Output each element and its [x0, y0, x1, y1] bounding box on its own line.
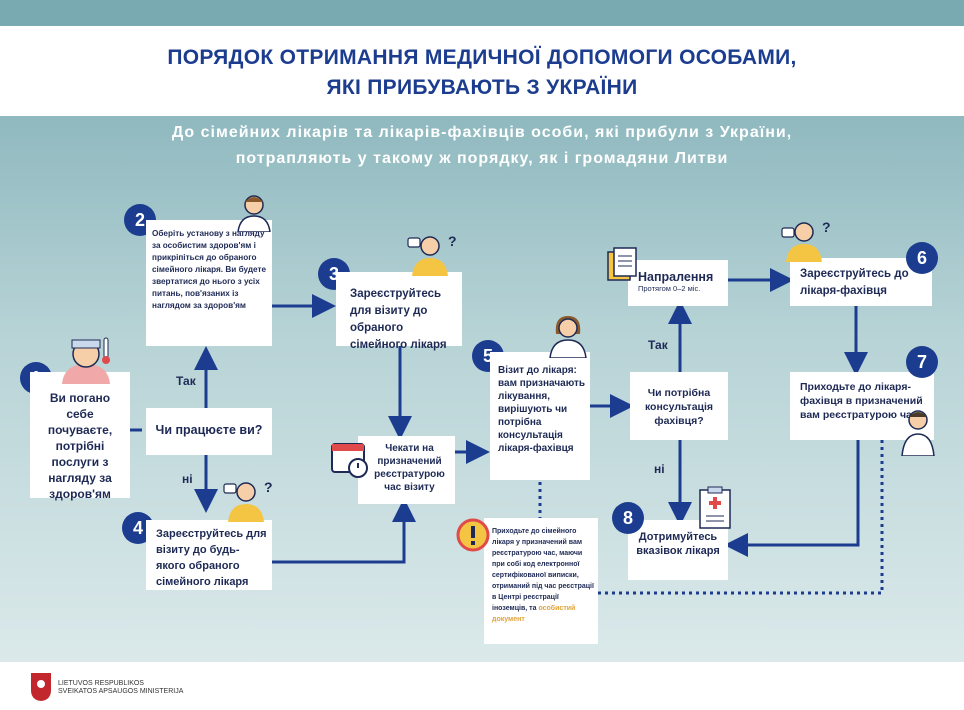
step-4-box: Зареєструйтесь для візиту до будь-якого … [146, 520, 272, 590]
referral-sub: Протягом 0–2 міс. [638, 284, 701, 293]
label-no-1: ні [182, 472, 193, 486]
note-text: Приходьте до сімейного лікаря у призначе… [492, 528, 594, 612]
step-8-box: Дотримуйтесь вказівок лікаря [628, 520, 728, 580]
ministry-line-1: LIETUVOS RESPUBLIKOS [58, 680, 144, 687]
step-8-text: Дотримуйтесь вказівок лікаря [636, 531, 720, 557]
documents-icon [607, 247, 637, 281]
decision-work-box: Чи працюєте ви? [146, 408, 272, 455]
label-yes-2: Так [648, 338, 668, 352]
label-yes-1: Так [176, 374, 196, 388]
step-4-text: Зареєструйтесь для візиту до будь-якого … [156, 528, 267, 588]
header: ПОРЯДОК ОТРИМАННЯ МЕДИЧНОЇ ДОПОМОГИ ОСОБ… [0, 26, 964, 116]
female-doctor-icon [549, 316, 587, 358]
wait-text: Чекати на призначений реєстратурою час в… [374, 443, 445, 493]
step-6-box: Зареєструйтесь до лікаря-фахівця [790, 258, 932, 306]
step-8-badge: 8 [612, 502, 644, 534]
warning-icon [456, 518, 490, 552]
step-7-box: Приходьте до лікаря-фахівця в призначени… [790, 372, 934, 440]
arrow-7-to-8 [724, 440, 860, 557]
sick-person-icon [62, 337, 110, 384]
medical-record-icon [699, 486, 731, 529]
svg-text:?: ? [264, 479, 273, 495]
step-3-box: Зареєструйтесь для візиту до обраного сі… [336, 272, 462, 351]
step-3-text: Зареєструйтесь для візиту до обраного сі… [350, 288, 447, 351]
title-line-1: ПОРЯДОК ОТРИМАННЯ МЕДИЧНОЇ ДОПОМОГИ ОСОБ… [167, 46, 797, 69]
subtitle-line-2: потрапляють у такому ж порядку, як і гро… [235, 150, 729, 167]
footer: LIETUVOS RESPUBLIKOS SVEIKATOS APSAUGOS … [0, 662, 964, 710]
wait-box: Чекати на призначений реєстратурою час в… [358, 436, 455, 504]
decision-specialist-text: Чи потрібна консультація фахівця? [644, 387, 714, 427]
label-no-2: ні [654, 462, 665, 476]
step-5-box: Візит до лікаря: вам призначають лікуван… [490, 352, 590, 480]
step-1-text: Ви погано себе почуваєте, потрібні послу… [47, 391, 113, 501]
referral-title: Напралення [638, 270, 714, 284]
coat-of-arms-icon [31, 673, 51, 701]
svg-text:?: ? [448, 233, 457, 249]
svg-text:?: ? [822, 219, 831, 235]
phone-person-icon-3: ? [781, 219, 831, 262]
step-2-box: Оберіть установу з нагляду за особистим … [146, 220, 272, 346]
phone-person-icon-2: ? [223, 479, 273, 522]
ministry-line-2: SVEIKATOS APSAUGOS MINISTERIJA [58, 688, 184, 695]
top-band [0, 0, 964, 26]
doctor-icon [237, 195, 271, 232]
arrow-4-to-wait [272, 498, 416, 564]
step-7-text: Приходьте до лікаря-фахівця в призначени… [800, 381, 923, 421]
step-6-badge: 6 [906, 242, 938, 274]
note-box: Приходьте до сімейного лікаря у призначе… [484, 518, 598, 644]
step-2-text: Оберіть установу з нагляду за особистим … [152, 229, 267, 310]
step-5-text: Візит до лікаря: вам призначають лікуван… [498, 365, 586, 454]
step-7-badge: 7 [906, 346, 938, 378]
decision-work-text: Чи працюєте ви? [155, 423, 263, 437]
referral-box: Напралення Протягом 0–2 міс. [628, 260, 728, 306]
phone-person-icon: ? [407, 233, 457, 276]
note-highlight: особистий документ [492, 605, 576, 623]
step-1-box: Ви погано себе почуваєте, потрібні послу… [30, 372, 130, 501]
dotted-note-to-7 [598, 440, 884, 595]
title-line-2: ЯКІ ПРИБУВАЮТЬ З УКРАЇНИ [326, 76, 638, 99]
subtitle-line-1: До сімейних лікарів та лікарів-фахівців … [171, 124, 793, 141]
step-6-text: Зареєструйтесь до лікаря-фахівця [800, 268, 909, 297]
calendar-clock-icon [331, 443, 368, 478]
decision-specialist-box: Чи потрібна консультація фахівця? [630, 372, 728, 440]
male-doctor-icon [901, 410, 935, 456]
